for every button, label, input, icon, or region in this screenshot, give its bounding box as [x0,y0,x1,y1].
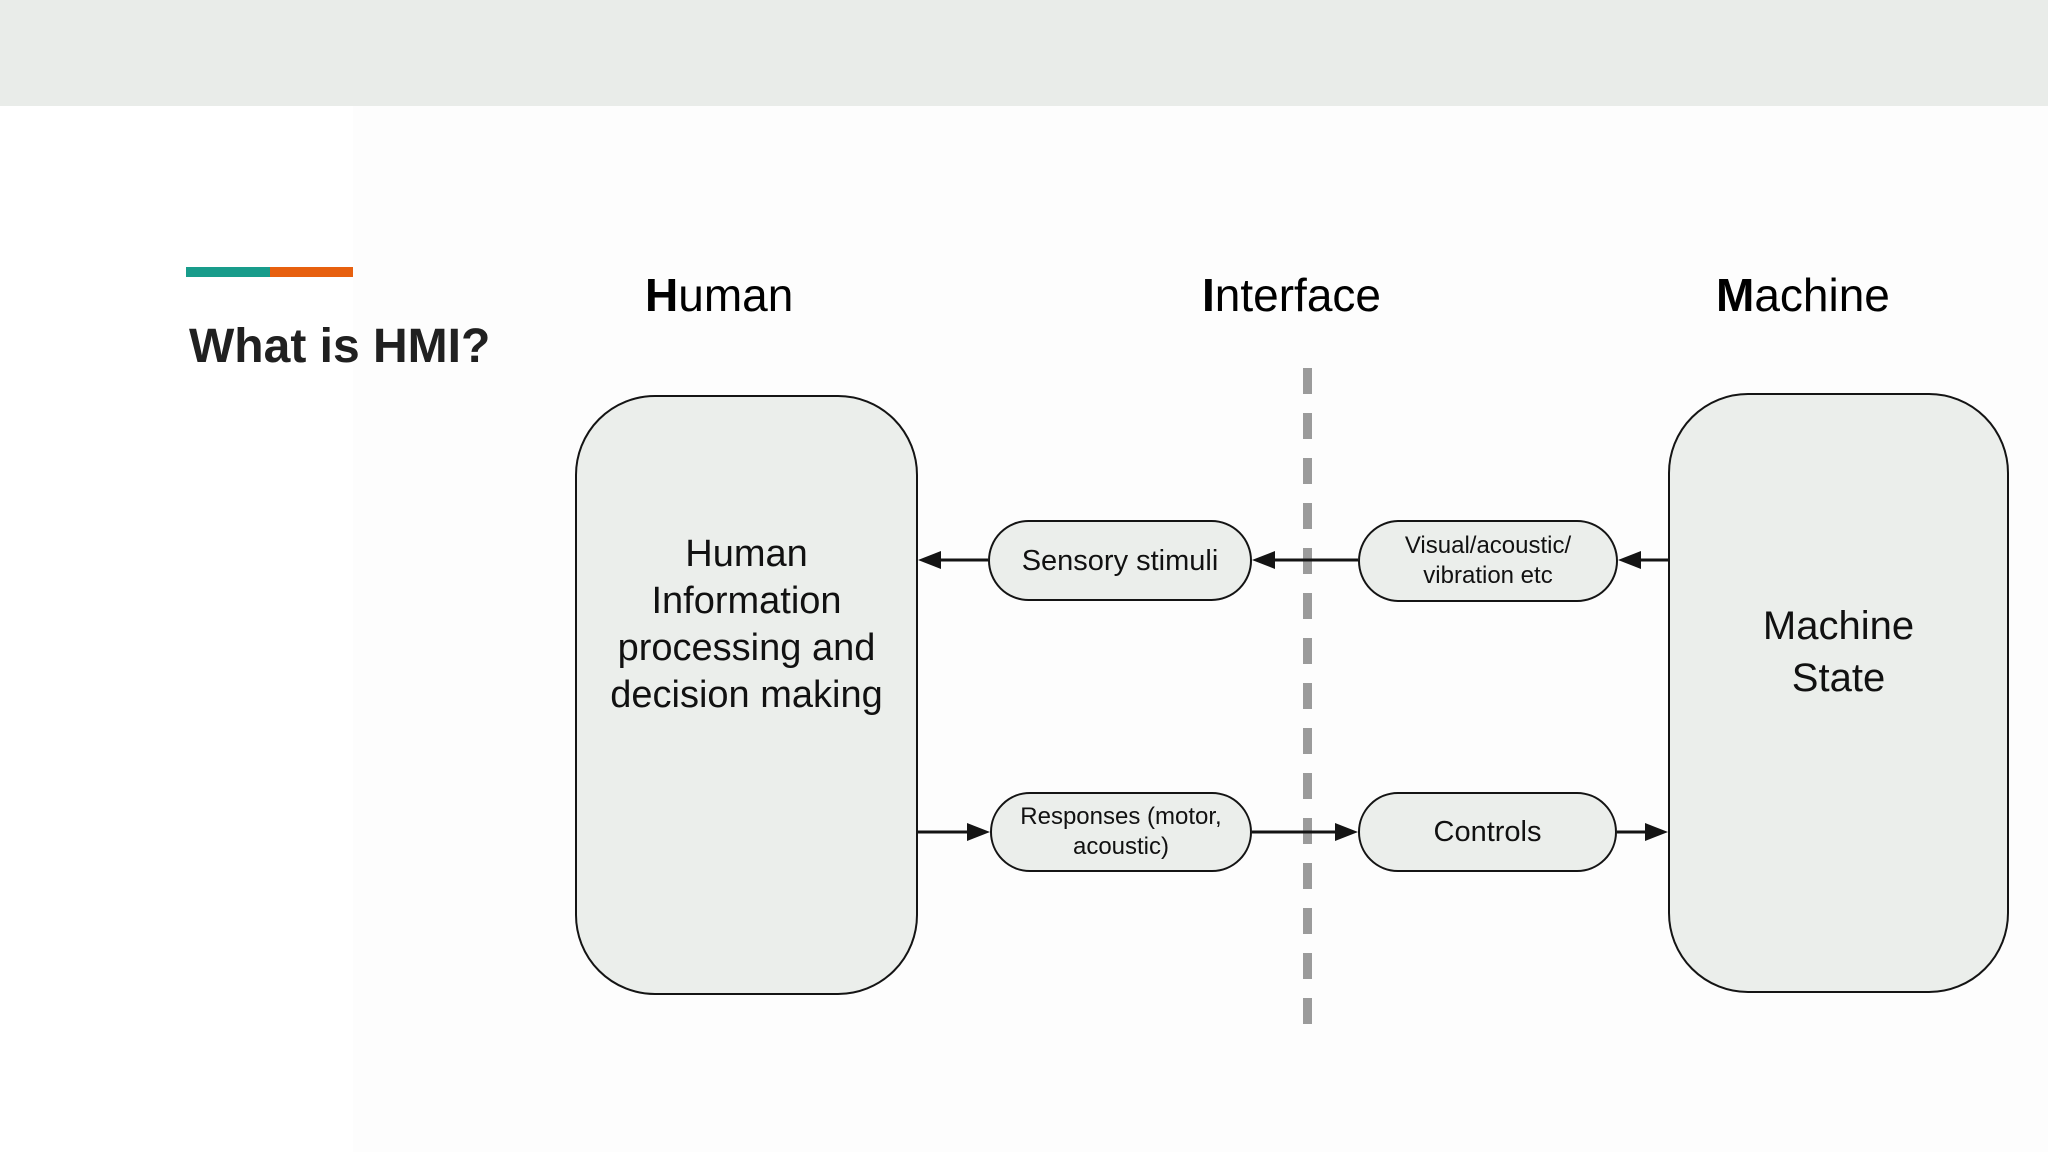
controls-label: Controls [1433,816,1542,848]
visual-acoustic-label-line: Visual/acoustic/ [1404,532,1572,559]
responses-label-line: Responses (motor, [1020,803,1222,830]
sensory-stimuli-pill: Sensory stimuli [988,520,1252,601]
header-band [0,0,2048,106]
accent-teal-segment [186,267,270,277]
slide-title: What is HMI? [189,320,491,373]
column-header-interface: Interface [1202,272,1381,318]
sensory-stimuli-label: Sensory stimuli [1021,544,1219,577]
machine-box-line: State [1791,656,1886,700]
machine-box-line: Machine [1762,604,1915,648]
human-box-line: processing and [617,627,876,669]
column-header-machine-rest: achine [1754,269,1890,321]
controls-pill: Controls [1358,792,1617,872]
responses-motor-acoustic-pill: Responses (motor, acoustic) [990,792,1252,872]
column-header-human-rest: uman [678,269,794,321]
human-box-line: Human [685,533,808,575]
column-header-machine: Machine [1716,272,1890,318]
title-accent-bar [186,267,353,277]
human-box-line: decision making [610,674,883,716]
column-header-machine-initial: M [1716,269,1755,321]
accent-orange-segment [270,267,353,277]
visual-acoustic-label-line: vibration etc [1423,562,1553,589]
column-header-human-initial: H [645,269,679,321]
machine-state-box: Machine State [1668,393,2009,993]
human-box-line: Information [651,580,842,622]
visual-acoustic-vibration-pill: Visual/acoustic/ vibration etc [1358,520,1618,602]
human-information-box: Human Information processing and decisio… [575,395,918,995]
column-header-interface-rest: nterface [1214,269,1381,321]
responses-label-line: acoustic) [1072,833,1170,860]
column-header-interface-initial: I [1202,269,1215,321]
column-header-human: Human [645,272,793,318]
interface-divider-dashed-line [1303,368,1312,1031]
